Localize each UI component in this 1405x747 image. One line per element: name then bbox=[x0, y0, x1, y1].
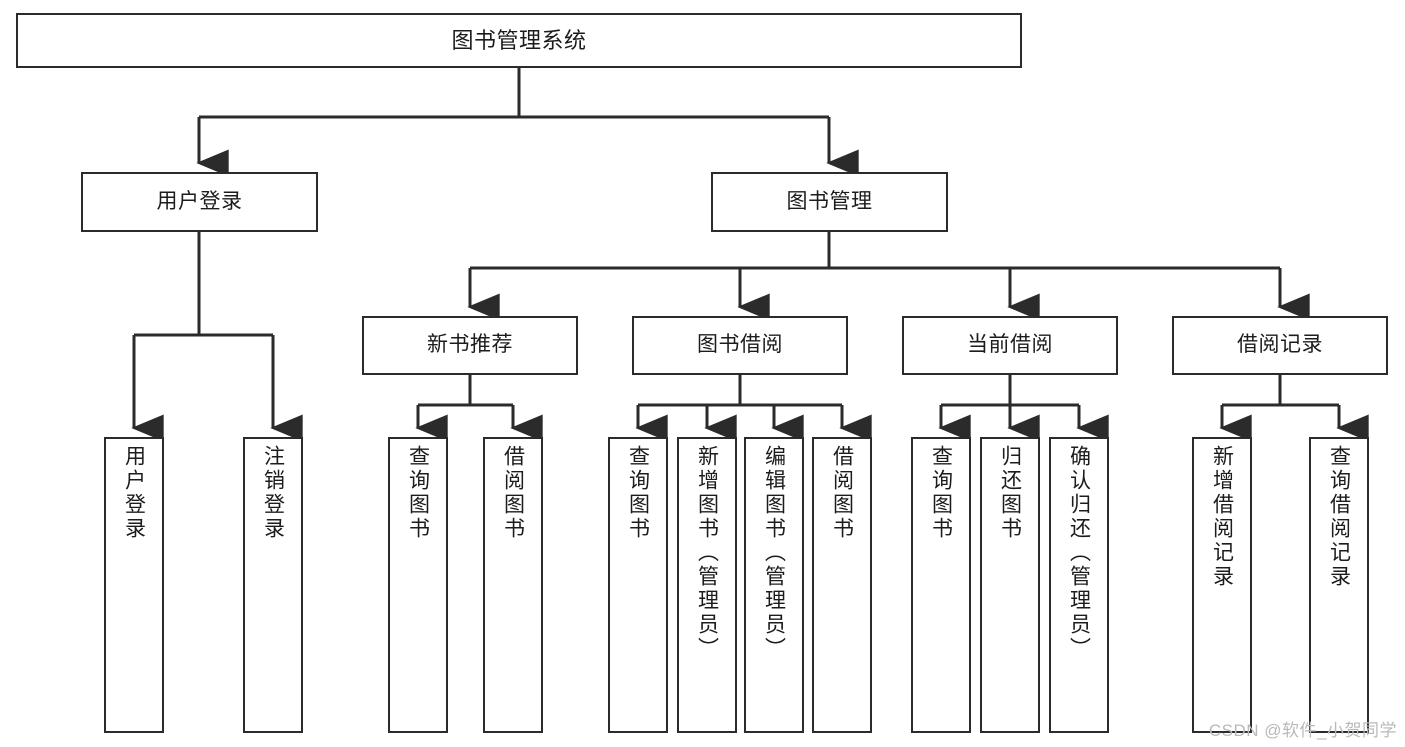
node-leaf-query-record-label: 查询借阅记录 bbox=[1327, 445, 1351, 589]
node-new-book-recommend-label: 新书推荐 bbox=[427, 333, 513, 357]
node-leaf-query-book-1[interactable]: 查询图书 bbox=[388, 437, 448, 733]
node-leaf-borrow-book-1[interactable]: 借阅图书 bbox=[483, 437, 543, 733]
node-leaf-user-logout-label: 注销登录 bbox=[261, 445, 285, 541]
node-leaf-add-record[interactable]: 新增借阅记录 bbox=[1192, 437, 1252, 733]
node-book-borrow[interactable]: 图书借阅 bbox=[632, 316, 848, 375]
node-leaf-add-book-label: 新增图书（管理员） bbox=[695, 445, 719, 661]
node-book-borrow-label: 图书借阅 bbox=[697, 333, 783, 357]
node-borrow-record-label: 借阅记录 bbox=[1237, 333, 1323, 357]
node-new-book-recommend[interactable]: 新书推荐 bbox=[362, 316, 578, 375]
node-leaf-add-record-label: 新增借阅记录 bbox=[1210, 445, 1234, 589]
node-leaf-query-book-2-label: 查询图书 bbox=[626, 445, 650, 541]
node-leaf-query-book-1-label: 查询图书 bbox=[406, 445, 430, 541]
node-leaf-query-record[interactable]: 查询借阅记录 bbox=[1309, 437, 1369, 733]
node-leaf-borrow-book-2-label: 借阅图书 bbox=[830, 445, 854, 541]
node-leaf-borrow-book-2[interactable]: 借阅图书 bbox=[812, 437, 872, 733]
node-leaf-confirm-return[interactable]: 确认归还（管理员） bbox=[1049, 437, 1109, 733]
node-user-login-label: 用户登录 bbox=[156, 189, 243, 213]
node-leaf-return-book[interactable]: 归还图书 bbox=[980, 437, 1040, 733]
node-user-login[interactable]: 用户登录 bbox=[81, 172, 318, 232]
node-current-borrow[interactable]: 当前借阅 bbox=[902, 316, 1118, 375]
node-leaf-user-logout[interactable]: 注销登录 bbox=[243, 437, 303, 733]
node-leaf-query-book-3-label: 查询图书 bbox=[929, 445, 953, 541]
node-root-label: 图书管理系统 bbox=[451, 27, 587, 53]
node-leaf-edit-book[interactable]: 编辑图书（管理员） bbox=[744, 437, 804, 733]
node-leaf-edit-book-label: 编辑图书（管理员） bbox=[762, 445, 786, 661]
node-leaf-user-login[interactable]: 用户登录 bbox=[104, 437, 164, 733]
node-leaf-return-book-label: 归还图书 bbox=[998, 445, 1022, 541]
node-borrow-record[interactable]: 借阅记录 bbox=[1172, 316, 1388, 375]
node-leaf-add-book[interactable]: 新增图书（管理员） bbox=[677, 437, 737, 733]
node-current-borrow-label: 当前借阅 bbox=[967, 333, 1053, 357]
node-book-manage-label: 图书管理 bbox=[786, 189, 873, 213]
node-leaf-query-book-3[interactable]: 查询图书 bbox=[911, 437, 971, 733]
node-leaf-user-login-label: 用户登录 bbox=[122, 445, 146, 541]
node-book-manage[interactable]: 图书管理 bbox=[711, 172, 948, 232]
node-leaf-query-book-2[interactable]: 查询图书 bbox=[608, 437, 668, 733]
node-leaf-borrow-book-1-label: 借阅图书 bbox=[501, 445, 525, 541]
node-leaf-confirm-return-label: 确认归还（管理员） bbox=[1067, 445, 1091, 661]
csdn-watermark: CSDN @软件_小贺同学 bbox=[1208, 721, 1397, 740]
node-root[interactable]: 图书管理系统 bbox=[16, 13, 1022, 68]
